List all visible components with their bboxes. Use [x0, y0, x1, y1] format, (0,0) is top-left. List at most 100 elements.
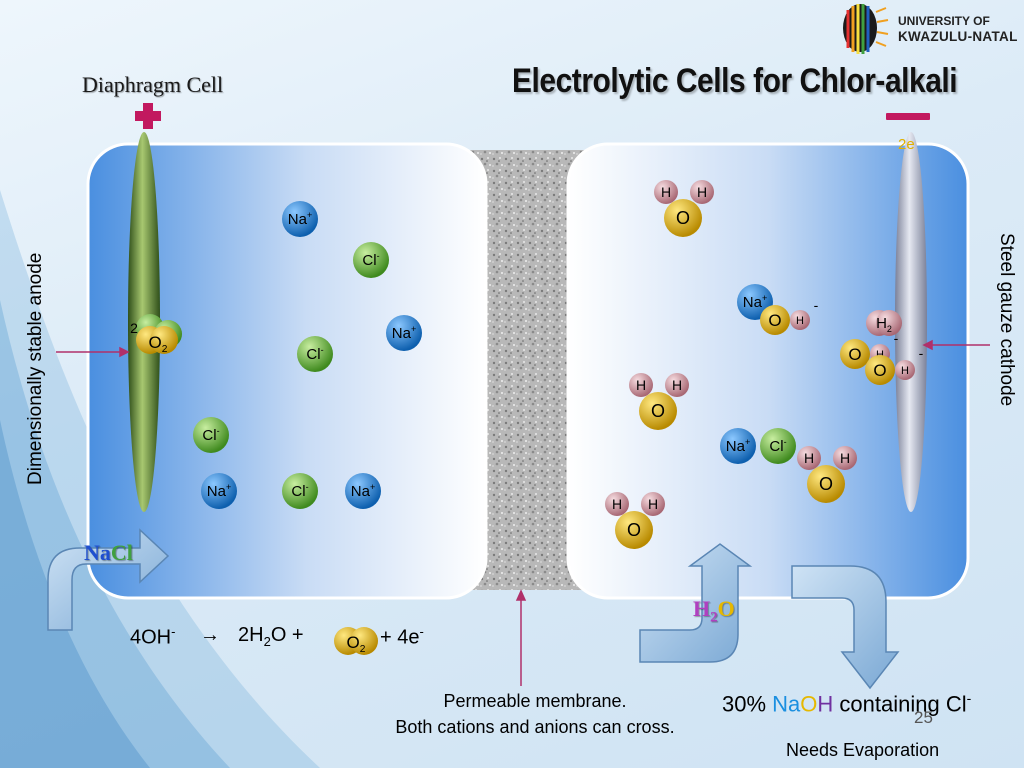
hydrogen-gas-label: H2 [876, 315, 892, 334]
naoh-output-label: 30% NaOH containing Cl- [722, 690, 972, 717]
hydrogen-atom-label: H [636, 377, 646, 393]
needs-evaporation-label: Needs Evaporation [786, 740, 940, 760]
negative-charge-label: - [894, 330, 899, 346]
hydrogen-atom [629, 373, 653, 397]
oxygen-molecule-label: O2 [149, 333, 168, 355]
sodium-ion-label: Na+ [392, 324, 416, 342]
oxygen-atom-label: O [651, 401, 665, 421]
hydrogen-atom [605, 492, 629, 516]
equation-oxygen-label: O2 [347, 633, 366, 655]
sodium-ion [345, 473, 381, 509]
chloride-ion [282, 473, 318, 509]
plus-terminal-icon [135, 103, 161, 129]
oxygen-atom [639, 392, 677, 430]
hydrogen-gas-atom [876, 310, 902, 336]
cathode-electrode [895, 132, 927, 512]
oxygen-atom-label: O [819, 474, 833, 494]
hydrogen-atom-label: H [901, 365, 909, 377]
eq-right: + 4e- [380, 624, 424, 649]
chloride-ion-label: Cl- [291, 482, 308, 500]
oxygen-molecule-atom [150, 326, 178, 354]
oxygen-atom-label: O [676, 208, 690, 228]
slide-title: Electrolytic Cells for Chlor-alkali [512, 62, 958, 100]
hydrogen-atom [690, 180, 714, 204]
chloride-ion [297, 336, 333, 372]
hydrogen-atom [641, 492, 665, 516]
cathode-compartment [566, 142, 970, 600]
h2o-h: H [693, 596, 711, 621]
chloride-ion [193, 417, 229, 453]
minus-terminal-icon [886, 113, 930, 120]
hydrogen-atom-label: H [697, 184, 707, 200]
h2o-label: H2O [693, 596, 735, 626]
logo-line2: KWAZULU-NATAL [898, 29, 1018, 44]
hydrogen-atom [895, 360, 915, 380]
oxygen-atom [840, 339, 870, 369]
sodium-ion [386, 315, 422, 351]
logo-line1: UNIVERSITY OF [898, 14, 990, 28]
equation-oxygen-atom [350, 627, 378, 655]
hydrogen-atom-label: H [612, 496, 622, 512]
sodium-ion-label: Na+ [207, 482, 231, 500]
eq-left: 4OH- [130, 624, 176, 649]
hydrogen-atom [833, 446, 857, 470]
sodium-ion-label: Na+ [351, 482, 375, 500]
hydrogen-atom-label: H [661, 184, 671, 200]
oxygen-atom-label: O [627, 520, 641, 540]
university-logo [843, 4, 889, 54]
hydrogen-atom-label: H [672, 377, 682, 393]
sodium-ion [720, 428, 756, 464]
nacl-inlet-arrow [47, 528, 170, 631]
membrane-label: Permeable membrane. Both cations and ani… [340, 688, 730, 740]
negative-charge-label: - [814, 297, 819, 313]
hydrogen-atom-label: H [648, 496, 658, 512]
hydrogen-atom [654, 180, 678, 204]
hydrogen-atom-label: H [840, 450, 850, 466]
hydrogen-atom-label: H [876, 349, 884, 361]
eq-arrow: → [200, 624, 220, 646]
two-label: 2 [130, 320, 138, 336]
chloride-ion-label: Cl- [769, 437, 786, 455]
hydrogen-atom [790, 310, 810, 330]
naoh-outlet-arrow [791, 565, 900, 690]
nacl-cl: Cl [110, 540, 133, 565]
chloride-ion-label: Cl- [306, 345, 323, 363]
sodium-ion [282, 201, 318, 237]
oxygen-atom-label: O [848, 345, 861, 364]
oxygen-atom [615, 511, 653, 549]
logo-text: UNIVERSITY OF KWAZULU-NATAL [898, 14, 1018, 44]
anode-pointer [56, 346, 130, 358]
hydrogen-atom-label: H [796, 315, 804, 327]
membrane-line1: Permeable membrane. [443, 691, 627, 711]
diaphragm-cell-label: Diaphragm Cell [82, 72, 224, 97]
oxygen-atom [807, 465, 845, 503]
cathode-pointer [922, 339, 990, 351]
chloride-ion-label: Cl- [362, 251, 379, 269]
hydrogen-atom [665, 373, 689, 397]
sodium-ion-label: Na+ [726, 437, 750, 455]
membrane-line2: Both cations and anions can cross. [395, 717, 675, 737]
sodium-ion-label: Na+ [743, 293, 767, 311]
h2o-sub: 2 [710, 609, 718, 626]
electrons-label: 2e [898, 136, 915, 153]
chloride-ion [760, 428, 796, 464]
eq-middle: 2H2O + [238, 624, 304, 649]
cathode-label: Steel gauze cathode [996, 233, 1017, 407]
nacl-na: Na [84, 540, 111, 565]
slide-number: 25 [914, 708, 933, 727]
oxygen-atom [664, 199, 702, 237]
sodium-ion-label: Na+ [288, 210, 312, 228]
oxygen-atom-label: O [873, 361, 886, 380]
nacl-label: NaCl [84, 540, 133, 566]
sodium-ion [201, 473, 237, 509]
hydrogen-atom [797, 446, 821, 470]
anode-label: Dimensionally stable anode [25, 252, 46, 485]
oxygen-atom-label: O [768, 311, 781, 330]
oxygen-atom [760, 305, 790, 335]
oxygen-atom [865, 355, 895, 385]
negative-charge-label: - [919, 345, 924, 361]
h2o-o: O [717, 596, 735, 621]
chloride-ion-label: Cl- [202, 426, 219, 444]
hydrogen-atom-label: H [804, 450, 814, 466]
